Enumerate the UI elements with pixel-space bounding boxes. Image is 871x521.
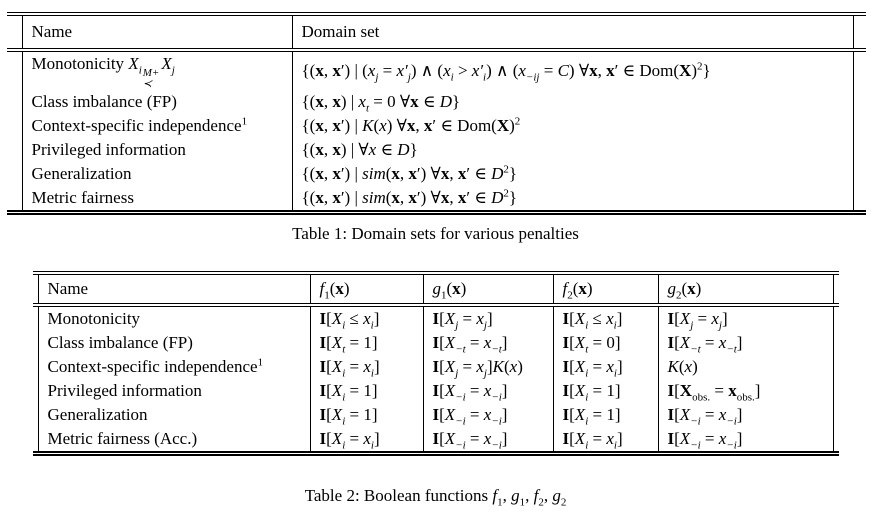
- table2-right-gutter: [833, 273, 839, 307]
- name-cell: Monotonicity: [37, 305, 310, 331]
- table1-header-row: Name Domain set: [7, 14, 866, 52]
- g1-cell: I[X−t = x−t]: [422, 331, 553, 355]
- f1-cell: I[Xi = 1]: [309, 379, 423, 403]
- table2-row-context-specific-independence: Context-specific independence1 I[Xi = xi…: [33, 355, 839, 379]
- table2-caption: Table 2: Boolean functions f1, g1, f2, g…: [304, 486, 567, 509]
- table1-caption: Table 1: Domain sets for various penalti…: [292, 224, 579, 243]
- f2-cell: I[Xi = 1]: [552, 379, 658, 403]
- f2-cell: I[Xi = 1]: [552, 403, 658, 427]
- table2-row-class-imbalance: Class imbalance (FP) I[Xt = 1] I[X−t = x…: [33, 331, 839, 355]
- table1-right-gutter: [853, 14, 866, 52]
- f1-cell: I[Xi ≤ xi]: [309, 305, 423, 331]
- f2-cell: I[Xi = xi]: [552, 427, 658, 454]
- name-cell: Class imbalance (FP): [37, 331, 310, 355]
- name-cell: Privileged information: [21, 138, 292, 162]
- g1-cell: I[Xj = xj]K(x): [422, 355, 553, 379]
- g2-cell: I[Xj = xj]: [657, 305, 834, 331]
- table2-left-gutter: [33, 273, 38, 307]
- table1-row-metric-fairness: Metric fairness {(x, x′) | sim(x, x′) ∀x…: [7, 186, 866, 213]
- name-cell: Context-specific independence1: [21, 114, 292, 138]
- g1-cell: I[X−i = x−i]: [422, 427, 553, 454]
- table2-col-header-g2: g2(x): [657, 273, 834, 307]
- table1-row-context-specific-independence: Context-specific independence1 {(x, x′) …: [7, 114, 866, 138]
- domain-set-cell: {(x, x′) | sim(x, x′) ∀x, x′ ∈ D2}: [291, 162, 854, 186]
- name-cell: Privileged information: [37, 379, 310, 403]
- table2-row-privileged-information: Privileged information I[Xi = 1] I[X−i =…: [33, 379, 839, 403]
- name-cell: Metric fairness (Acc.): [37, 427, 310, 454]
- domain-set-cell: {(x, x′) | K(x) ∀x, x′ ∈ Dom(X)2: [291, 114, 854, 138]
- f1-cell: I[Xi = 1]: [309, 403, 423, 427]
- f2-cell: I[Xi = xi]: [552, 355, 658, 379]
- g1-cell: I[X−i = x−i]: [422, 403, 553, 427]
- f2-cell: I[Xt = 0]: [552, 331, 658, 355]
- table2-col-header-f1: f1(x): [309, 273, 423, 307]
- g1-cell: I[X−i = x−i]: [422, 379, 553, 403]
- table1-row-generalization: Generalization {(x, x′) | sim(x, x′) ∀x,…: [7, 162, 866, 186]
- f1-cell: I[Xi = xi]: [309, 427, 423, 454]
- table2: Name f1(x) g1(x) f2(x) g2(x) Monotonicit…: [33, 271, 839, 456]
- f1-cell: I[Xt = 1]: [309, 331, 423, 355]
- f1-cell: I[Xi = xi]: [309, 355, 423, 379]
- domain-set-cell: {(x, x′) | (xj = x′j) ∧ (xi > x′i) ∧ (x−…: [291, 50, 854, 90]
- name-cell: Metric fairness: [21, 186, 292, 213]
- name-cell: Generalization: [37, 403, 310, 427]
- table2-boolean-functions: Name f1(x) g1(x) f2(x) g2(x) Monotonicit…: [33, 271, 839, 456]
- name-cell: Context-specific independence1: [37, 355, 310, 379]
- name-cell: Generalization: [21, 162, 292, 186]
- g2-cell: I[X−i = x−i]: [657, 403, 834, 427]
- g2-cell: I[Xobs. = xobs.]: [657, 379, 834, 403]
- table2-col-header-g1: g1(x): [422, 273, 553, 307]
- g2-cell: I[X−i = x−i]: [657, 427, 834, 454]
- domain-set-cell: {(x, x) | ∀x ∈ D}: [291, 138, 854, 162]
- table1-col-header-domain-set: Domain set: [291, 14, 854, 52]
- table1-left-gutter: [7, 14, 22, 52]
- table2-row-monotonicity: Monotonicity I[Xi ≤ xi] I[Xj = xj] I[Xi …: [33, 305, 839, 331]
- g1-cell: I[Xj = xj]: [422, 305, 553, 331]
- table2-header-row: Name f1(x) g1(x) f2(x) g2(x): [33, 273, 839, 307]
- domain-set-cell: {(x, x) | xt = 0 ∀x ∈ D}: [291, 90, 854, 114]
- table2-col-header-f2: f2(x): [552, 273, 658, 307]
- name-cell: Class imbalance (FP): [21, 90, 292, 114]
- g2-cell: K(x): [657, 355, 834, 379]
- table2-row-metric-fairness: Metric fairness (Acc.) I[Xi = xi] I[X−i …: [33, 427, 839, 454]
- f2-cell: I[Xi ≤ xi]: [552, 305, 658, 331]
- g2-cell: I[X−t = x−t]: [657, 331, 834, 355]
- table2-row-generalization: Generalization I[Xi = 1] I[X−i = x−i] I[…: [33, 403, 839, 427]
- table1-col-header-name: Name: [21, 14, 292, 52]
- table2-col-header-name: Name: [37, 273, 310, 307]
- table1-row-privileged-information: Privileged information {(x, x) | ∀x ∈ D}: [7, 138, 866, 162]
- table1-row-class-imbalance: Class imbalance (FP) {(x, x) | xt = 0 ∀x…: [7, 90, 866, 114]
- domain-set-cell: {(x, x′) | sim(x, x′) ∀x, x′ ∈ D2}: [291, 186, 854, 213]
